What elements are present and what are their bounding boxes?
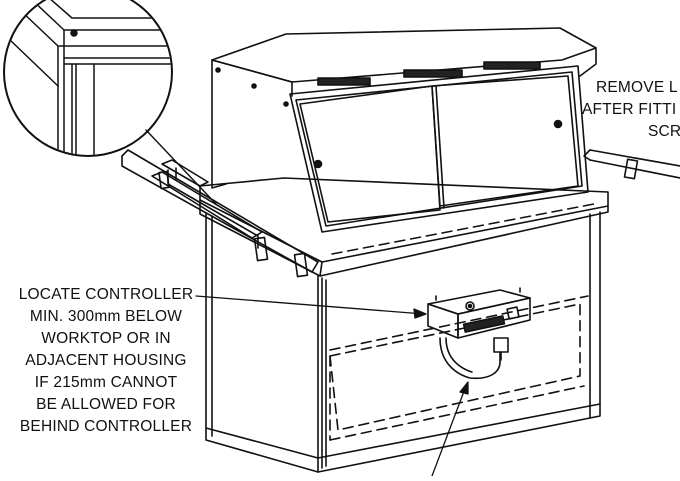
controller-note-line: BEHIND CONTROLLER <box>19 418 193 435</box>
controller-unit <box>427 287 531 380</box>
controller-note-line: ADJACENT HOUSING <box>25 352 187 369</box>
upper-cabinet <box>211 27 597 233</box>
controller-note-line: MIN. 300mm BELOW <box>29 308 183 325</box>
left-rail <box>121 149 319 278</box>
remove-note-line: SCR <box>648 123 680 140</box>
controller-note-line: BE ALLOWED FOR <box>36 396 176 413</box>
detail-magnifier-circle <box>3 0 173 157</box>
remove-note-line: AFTER FITTI <box>582 101 677 118</box>
bottom-leader-line <box>431 385 467 477</box>
controller-leader-arrow <box>413 308 427 319</box>
controller-location-note: LOCATE CONTROLLER MIN. 300mm BELOW WORKT… <box>0 284 212 438</box>
remove-note-line: REMOVE L <box>596 79 678 96</box>
bottom-leader-arrow <box>459 381 469 395</box>
leader-lines <box>195 295 469 477</box>
lower-cabinet <box>205 211 601 473</box>
detail-leader-line <box>145 129 217 205</box>
controller-leader-line <box>195 295 425 315</box>
controller-note-line: LOCATE CONTROLLER <box>18 286 194 303</box>
remove-note: REMOVE L AFTER FITTI SCR <box>572 77 680 143</box>
worktop <box>199 177 609 277</box>
controller-note-line: WORKTOP OR IN <box>41 330 171 347</box>
controller-note-line: IF 215mm CANNOT <box>34 374 178 391</box>
right-rail <box>583 149 680 180</box>
